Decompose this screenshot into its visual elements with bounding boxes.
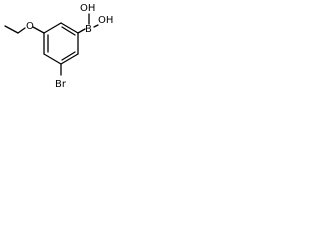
- hydroxyl-label-right: OH: [98, 15, 113, 26]
- ring-bond-bottom-right: [60, 53, 79, 65]
- ring-double-bond-bottom-right: [61, 51, 76, 61]
- bond-ring-to-boron: [77, 28, 86, 34]
- ring-bond-top-right: [60, 22, 79, 34]
- ring-bond-bottom-left: [43, 53, 62, 65]
- benzene-ring: [43, 22, 79, 65]
- bond-oxygen-to-ch2: [17, 27, 26, 34]
- ring-double-bond-top-right: [61, 26, 76, 36]
- hydroxyl-label-top: OH: [80, 3, 95, 14]
- bond-ring-to-oxygen: [32, 26, 45, 34]
- boron-label: B: [85, 24, 92, 35]
- ring-bond-top-left: [43, 22, 62, 34]
- bond-boron-to-oh-right: [93, 24, 99, 28]
- bromine-label: Br: [55, 79, 67, 90]
- bond-ch2-to-ch3: [4, 25, 19, 34]
- chemical-structure-diagram: B OH OH O Br: [4, 3, 113, 90]
- ether-oxygen-label: O: [26, 21, 34, 32]
